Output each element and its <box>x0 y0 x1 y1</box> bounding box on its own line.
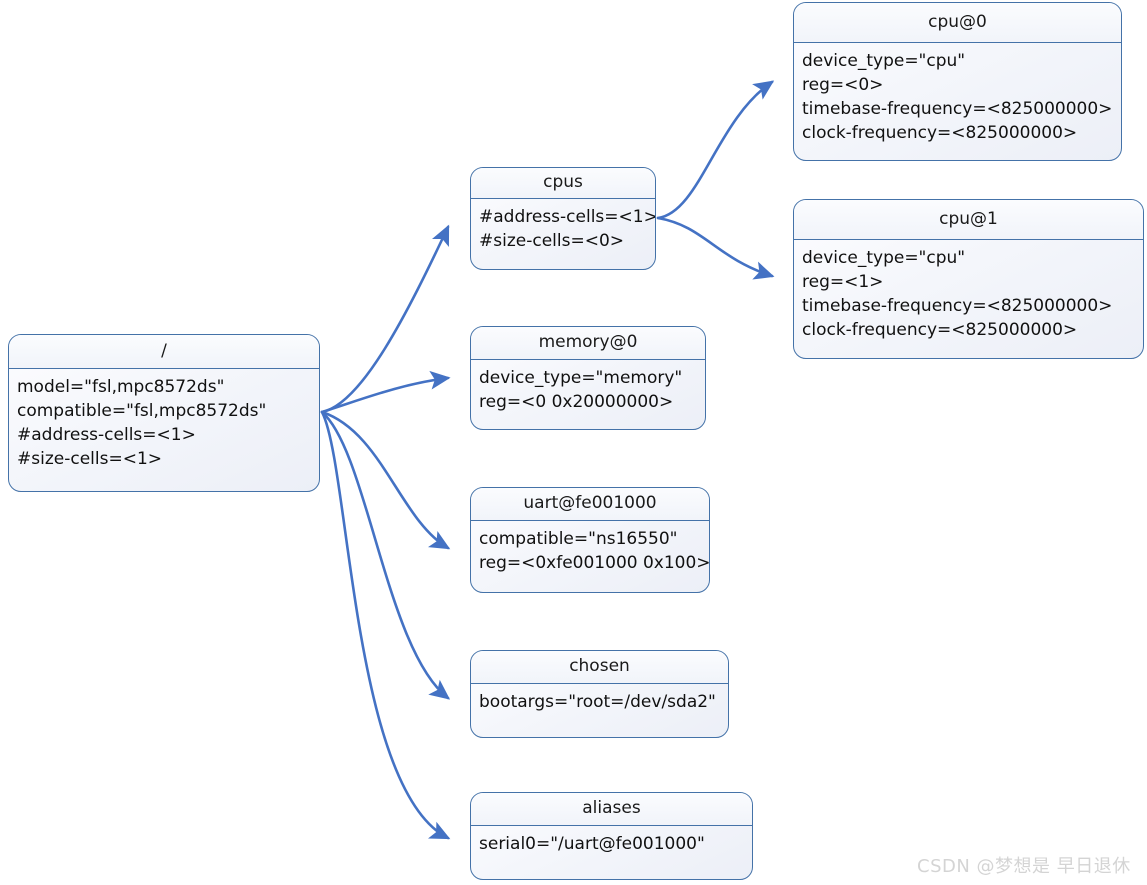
property: device_type="cpu" <box>802 248 966 268</box>
node-memory0[interactable]: memory@0 device_type="memory" reg=<0 0x200… <box>470 326 706 430</box>
edge-cpus-to-cpu1 <box>656 216 775 280</box>
property: bootargs="root=/dev/sda2" <box>479 692 716 712</box>
property: compatible="ns16550" <box>479 529 678 549</box>
property: #address-cells=<1> <box>17 425 196 446</box>
node-root[interactable]: / model="fsl,mpc8572ds" compatible="fsl,mp… <box>8 334 320 492</box>
node-cpu1[interactable]: cpu@1 device_type="cpu" reg=<1> timebase-fr… <box>793 199 1144 359</box>
property: clock-frequency=<825000000> <box>802 123 1078 144</box>
edge-root-to-memory0 <box>320 370 451 414</box>
node-title-uart: uart@fe001000 <box>471 488 709 521</box>
property: clock-frequency=<825000000> <box>802 320 1078 341</box>
edge-root-to-aliases <box>320 410 451 840</box>
edge-cpus-to-cpu0 <box>656 80 775 220</box>
property: compatible="fsl,mpc8572ds" <box>17 401 267 422</box>
csdn-watermark: CSDN @梦想是 早日退休 <box>917 856 1131 877</box>
node-uart[interactable]: uart@fe001000 compatible="ns16550" reg=<0x… <box>470 487 710 593</box>
node-properties-chosen: bootargs="root=/dev/sda2" <box>471 684 728 718</box>
node-properties-memory0: device_type="memory" reg=<0 0x20000000> <box>471 360 705 418</box>
property: #address-cells=<1> <box>479 207 656 227</box>
property: #size-cells=<0> <box>479 231 624 252</box>
property: reg=<0xfe001000 0x100> <box>479 553 710 574</box>
node-chosen[interactable]: chosen bootargs="root=/dev/sda2" <box>470 650 729 738</box>
node-properties-aliases: serial0="/uart@fe001000" <box>471 826 752 860</box>
node-properties-cpus: #address-cells=<1> #size-cells=<0> <box>471 199 655 257</box>
edge-root-to-chosen <box>320 410 451 700</box>
node-title-cpu0: cpu@0 <box>794 3 1121 43</box>
property: reg=<0> <box>802 75 884 96</box>
node-properties-cpu1: device_type="cpu" reg=<1> timebase-frequen… <box>794 240 1143 347</box>
property: device_type="memory" <box>479 368 683 388</box>
property: timebase-frequency=<825000000> <box>802 99 1113 120</box>
property: reg=<1> <box>802 272 884 293</box>
property: timebase-frequency=<825000000> <box>802 296 1113 317</box>
property: serial0="/uart@fe001000" <box>479 834 705 854</box>
node-aliases[interactable]: aliases serial0="/uart@fe001000" <box>470 792 753 880</box>
node-title-cpu1: cpu@1 <box>794 200 1143 240</box>
node-title-aliases: aliases <box>471 793 752 826</box>
property: reg=<0 0x20000000> <box>479 392 674 413</box>
edge-root-to-cpus <box>320 224 450 414</box>
node-title-cpus: cpus <box>471 168 655 199</box>
node-title-root: / <box>9 335 319 369</box>
edge-root-to-uart <box>320 410 451 550</box>
node-title-chosen: chosen <box>471 651 728 684</box>
node-properties-uart: compatible="ns16550" reg=<0xfe001000 0x10… <box>471 521 709 579</box>
property: #size-cells=<1> <box>17 449 162 470</box>
node-cpus[interactable]: cpus #address-cells=<1> #size-cells=<0> <box>470 167 656 270</box>
node-title-memory0: memory@0 <box>471 327 705 360</box>
node-cpu0[interactable]: cpu@0 device_type="cpu" reg=<0> timebase-fr… <box>793 2 1122 161</box>
property: device_type="cpu" <box>802 51 966 71</box>
node-properties-root: model="fsl,mpc8572ds" compatible="fsl,mpc… <box>9 369 319 476</box>
property: model="fsl,mpc8572ds" <box>17 377 225 397</box>
node-properties-cpu0: device_type="cpu" reg=<0> timebase-frequen… <box>794 43 1121 150</box>
